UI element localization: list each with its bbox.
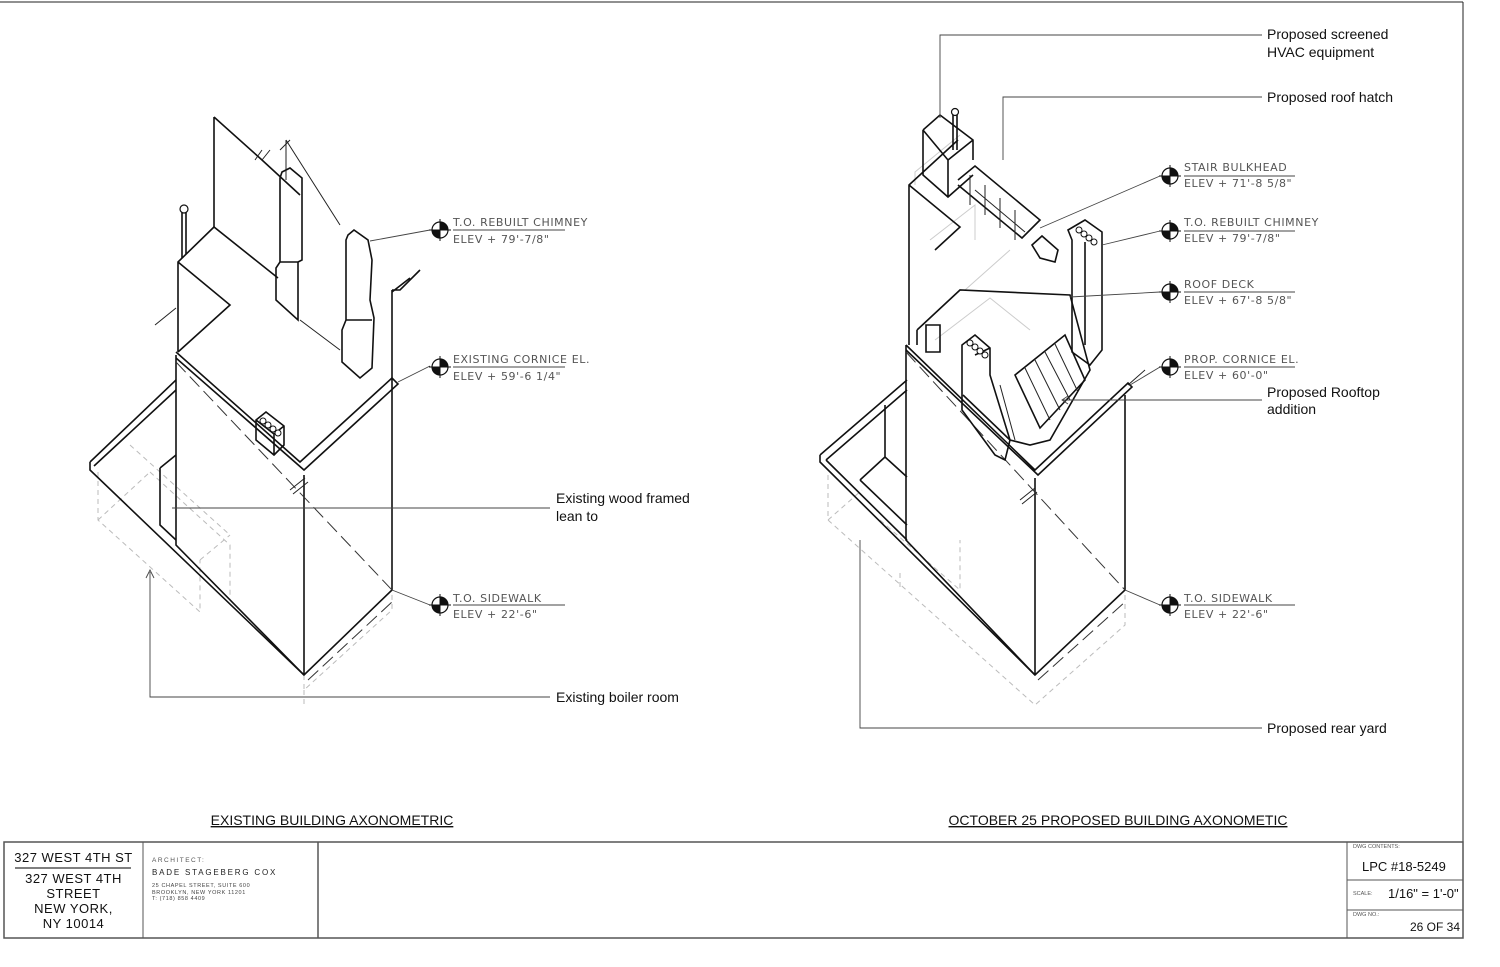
project-title: 327 WEST 4TH ST (14, 850, 133, 865)
elevation-value: ELEV + 67'-8 5/8" (1184, 294, 1292, 307)
address-line: NY 10014 (42, 916, 105, 931)
elevation-marker-icon (1158, 355, 1182, 379)
elevation-label: EXISTING CORNICE EL. (453, 353, 590, 366)
architect-address-line: 25 CHAPEL STREET, SUITE 600 (152, 883, 251, 889)
elevation-marker-icon (428, 593, 452, 617)
elevation-value: ELEV + 60'-0" (1184, 369, 1269, 382)
dwg-no: 26 OF 34 (1409, 920, 1460, 934)
elevation-marker-icon (428, 355, 452, 379)
elevation-value: ELEV + 22'-6" (1184, 608, 1269, 621)
proposed-callouts: Proposed screened HVAC equipment Propose… (859, 26, 1393, 828)
project-address: 327 WEST 4TH STREET NEW YORK, NY 10014 (4, 871, 143, 931)
address-line: 327 WEST 4TH (25, 871, 122, 886)
proposed-building-axonometric (819, 107, 1146, 706)
elevation-label: PROP. CORNICE EL. (1184, 353, 1299, 366)
title-block-frame (3, 841, 1464, 939)
architect-name: BADE STAGEBERG COX (152, 868, 278, 877)
callout-text: Proposed rear yard (1267, 720, 1387, 736)
address-line: NEW YORK, (34, 901, 113, 916)
address-line: STREET (46, 886, 101, 901)
callout-text: addition (1267, 401, 1316, 417)
callout-text: Proposed Rooftop (1267, 384, 1380, 400)
elevation-marker-icon (1158, 280, 1182, 304)
elevation-value: ELEV + 79'-7/8" (453, 233, 550, 246)
callout-text: Proposed roof hatch (1267, 89, 1393, 105)
elevation-label: T.O. SIDEWALK (452, 592, 542, 605)
elevation-label: T.O. SIDEWALK (1183, 592, 1273, 605)
architect-address: 25 CHAPEL STREET, SUITE 600 BROOKLYN, NE… (152, 883, 250, 903)
architect-label: ARCHITECT: (152, 857, 206, 864)
elevation-value: ELEV + 79'-7/8" (1184, 232, 1281, 245)
architect-address-line: BROOKLYN, NEW YORK 11201 (152, 889, 246, 896)
drawing-caption-existing: EXISTING BUILDING AXONOMETRIC (211, 812, 454, 828)
elevation-marker-icon (1158, 593, 1182, 617)
architect-address-line: T: (718) 858 4409 (152, 896, 206, 902)
elevation-label: ROOF DECK (1184, 278, 1255, 291)
drawing-caption-proposed: OCTOBER 25 PROPOSED BUILDING AXONOMETIC (949, 812, 1288, 828)
callout-text: Existing boiler room (556, 689, 679, 705)
dwg-contents-label: DWG CONTENTS: (1353, 844, 1400, 850)
proposed-elevation-markers: STAIR BULKHEAD ELEV + 71'-8 5/8" T.O. RE… (1039, 161, 1319, 621)
callout-text: Proposed screened (1267, 26, 1388, 42)
elevation-label: T.O. REBUILT CHIMNEY (1183, 216, 1319, 229)
elevation-marker-icon (1158, 219, 1182, 243)
dwg-contents: LPC #18-5249 (1362, 859, 1446, 874)
elevation-label: T.O. REBUILT CHIMNEY (452, 216, 588, 229)
elevation-value: ELEV + 59'-6 1/4" (453, 370, 561, 383)
scale-label: SCALE: (1353, 891, 1373, 897)
existing-callouts: Existing wood framed lean to Existing bo… (145, 490, 690, 828)
callout-text: lean to (556, 508, 598, 524)
elevation-marker-icon (1158, 164, 1182, 188)
scale-value: 1/16" = 1'-0" (1388, 886, 1459, 901)
elevation-value: ELEV + 71'-8 5/8" (1184, 177, 1292, 190)
elevation-label: STAIR BULKHEAD (1184, 161, 1287, 174)
callout-text: HVAC equipment (1267, 44, 1374, 60)
existing-building-axonometric (89, 116, 421, 705)
existing-elevation-markers: T.O. REBUILT CHIMNEY ELEV + 79'-7/8" EXI… (369, 216, 590, 621)
callout-text: Existing wood framed (556, 490, 690, 506)
elevation-value: ELEV + 22'-6" (453, 608, 538, 621)
dwg-no-label: DWG NO.: (1353, 912, 1380, 918)
elevation-marker-icon (428, 218, 452, 242)
